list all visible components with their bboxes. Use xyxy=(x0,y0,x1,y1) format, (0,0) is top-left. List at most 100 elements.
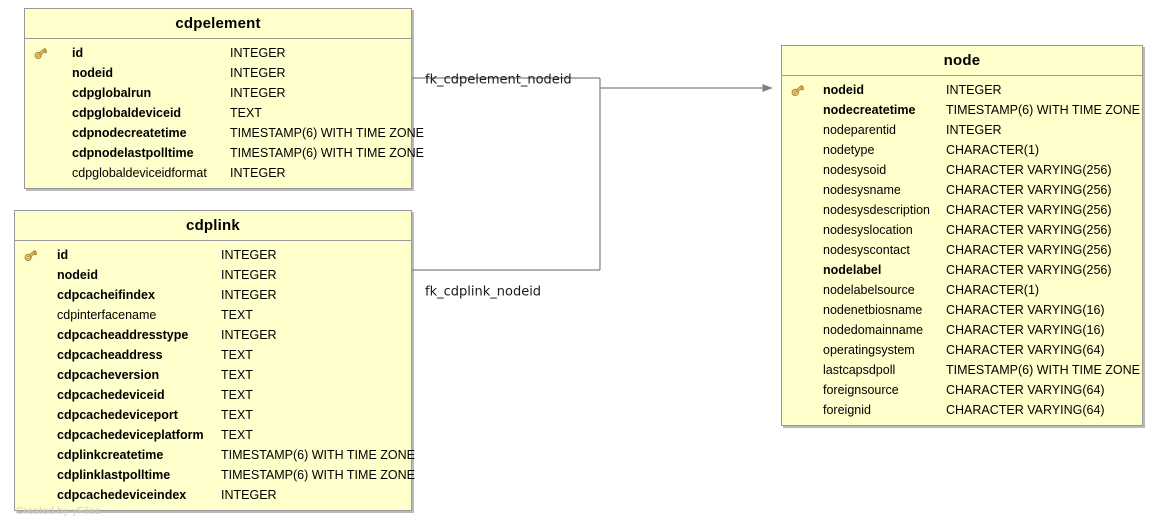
field-type: TEXT xyxy=(221,428,253,442)
field-name: nodelabel xyxy=(823,263,882,277)
field-type: TIMESTAMP(6) WITH TIME ZONE xyxy=(946,103,1140,117)
field-row[interactable]: nodenetbiosname CHARACTER VARYING(16) xyxy=(782,300,1142,320)
field-name: nodenetbiosname xyxy=(823,303,923,317)
entity-title-cdpelement: cdpelement xyxy=(25,9,411,39)
entity-title-node: node xyxy=(782,46,1142,76)
field-name: cdpglobaldeviceid xyxy=(72,106,182,120)
field-row[interactable]: nodecreatetime TIMESTAMP(6) WITH TIME ZON… xyxy=(782,100,1142,120)
field-type: CHARACTER VARYING(256) xyxy=(946,223,1112,237)
field-name: cdpcachedeviceport xyxy=(57,408,178,422)
field-type: TEXT xyxy=(230,106,262,120)
field-row[interactable]: nodeid INTEGER xyxy=(782,80,1142,100)
field-name: nodesysname xyxy=(823,183,901,197)
field-name: nodesysoid xyxy=(823,163,887,177)
field-type: TEXT xyxy=(221,348,253,362)
field-row[interactable]: nodelabelsource CHARACTER(1) xyxy=(782,280,1142,300)
field-type: CHARACTER VARYING(64) xyxy=(946,343,1105,357)
field-type: INTEGER xyxy=(221,288,277,302)
field-row[interactable]: cdpglobalrun INTEGER xyxy=(25,83,411,103)
field-row[interactable]: cdpglobaldeviceid TEXT xyxy=(25,103,411,123)
field-type: INTEGER xyxy=(221,488,277,502)
field-type: CHARACTER VARYING(256) xyxy=(946,263,1112,277)
field-type: INTEGER xyxy=(221,268,277,282)
field-name: foreignsource xyxy=(823,383,899,397)
field-row[interactable]: nodesysname CHARACTER VARYING(256) xyxy=(782,180,1142,200)
field-row[interactable]: operatingsystem CHARACTER VARYING(64) xyxy=(782,340,1142,360)
field-name: nodeid xyxy=(823,83,864,97)
field-name: cdplinklastpolltime xyxy=(57,468,171,482)
field-type: CHARACTER VARYING(256) xyxy=(946,243,1112,257)
field-name: cdpcacheversion xyxy=(57,368,160,382)
field-name: nodedomainname xyxy=(823,323,924,337)
field-type: INTEGER xyxy=(230,86,286,100)
field-name: nodeid xyxy=(57,268,98,282)
field-name: nodelabelsource xyxy=(823,283,915,297)
field-name: operatingsystem xyxy=(823,343,915,357)
field-type: INTEGER xyxy=(946,83,1002,97)
field-row[interactable]: cdpcachedeviceplatform TEXT xyxy=(15,425,411,445)
field-type: TEXT xyxy=(221,388,253,402)
field-row[interactable]: nodelabel CHARACTER VARYING(256) xyxy=(782,260,1142,280)
field-row[interactable]: cdpcacheversion TEXT xyxy=(15,365,411,385)
field-type: TIMESTAMP(6) WITH TIME ZONE xyxy=(221,468,415,482)
relationship-label-fk-cdpelement-nodeid: fk_cdpelement_nodeid xyxy=(425,72,572,88)
primary-key-icon xyxy=(23,247,40,263)
field-name: cdpglobaldeviceidformat xyxy=(72,166,207,180)
field-row[interactable]: cdpcachedeviceid TEXT xyxy=(15,385,411,405)
field-type: CHARACTER VARYING(256) xyxy=(946,183,1112,197)
field-name: nodecreatetime xyxy=(823,103,916,117)
field-type: CHARACTER VARYING(16) xyxy=(946,303,1105,317)
entity-title-cdplink: cdplink xyxy=(15,211,411,241)
field-type: INTEGER xyxy=(221,328,277,342)
field-name: foreignid xyxy=(823,403,871,417)
field-row[interactable]: nodeid INTEGER xyxy=(15,265,411,285)
field-name: cdpcacheaddresstype xyxy=(57,328,189,342)
field-type: CHARACTER VARYING(256) xyxy=(946,163,1112,177)
field-row[interactable]: cdplinklastpolltime TIMESTAMP(6) WITH TIM… xyxy=(15,465,415,485)
field-row[interactable]: nodesysoid CHARACTER VARYING(256) xyxy=(782,160,1142,180)
field-type: TEXT xyxy=(221,308,253,322)
field-type: CHARACTER(1) xyxy=(946,143,1040,157)
field-type: CHARACTER(1) xyxy=(946,283,1040,297)
field-type: TIMESTAMP(6) WITH TIME ZONE xyxy=(946,363,1140,377)
field-row[interactable]: cdpcacheaddresstype INTEGER xyxy=(15,325,411,345)
field-type: CHARACTER VARYING(256) xyxy=(946,203,1112,217)
watermark-text: Created by yFiles xyxy=(16,506,101,517)
field-name: cdpcacheifindex xyxy=(57,288,155,302)
field-name: id xyxy=(72,46,84,60)
field-name: nodeid xyxy=(72,66,113,80)
field-name: cdpcachedeviceplatform xyxy=(57,428,204,442)
field-name: id xyxy=(57,248,69,262)
field-row[interactable]: cdpcacheifindex INTEGER xyxy=(15,285,411,305)
field-name: cdpnodecreatetime xyxy=(72,126,187,140)
field-name: cdpcachedeviceid xyxy=(57,388,165,402)
primary-key-icon xyxy=(33,45,50,61)
field-type: TEXT xyxy=(221,368,253,382)
field-name: cdpglobalrun xyxy=(72,86,152,100)
